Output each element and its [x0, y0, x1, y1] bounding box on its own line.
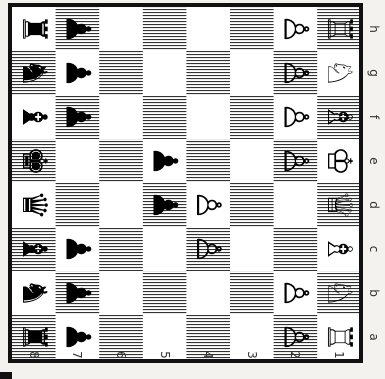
rank-label-8: 8 [28, 347, 40, 363]
black-knight-b8[interactable]: ♞ [14, 278, 54, 308]
square-f6[interactable] [99, 95, 143, 140]
rank-label-4: 4 [202, 347, 214, 363]
square-h3[interactable] [230, 7, 274, 52]
black-king-e8[interactable]: ♚ [14, 146, 54, 176]
square-b5[interactable] [143, 271, 187, 316]
rank-label-6: 6 [115, 347, 127, 363]
square-f5[interactable] [143, 95, 187, 140]
square-h4[interactable] [186, 7, 230, 52]
bottom-strip [0, 368, 385, 379]
rank-label-1: 1 [333, 347, 345, 363]
file-label-d: d [368, 197, 380, 213]
white-bishop-c1[interactable]: ♗ [319, 234, 359, 264]
white-bishop-f1[interactable]: ♗ [319, 102, 359, 132]
white-pawn-e2[interactable]: ♙ [275, 146, 315, 176]
black-pawn-b7[interactable]: ♟ [57, 278, 97, 308]
white-pawn-f2[interactable]: ♙ [275, 102, 315, 132]
white-rook-h1[interactable]: ♖ [319, 14, 359, 44]
square-d6[interactable] [99, 183, 143, 228]
file-label-c: c [368, 241, 380, 257]
white-pawn-g2[interactable]: ♙ [275, 58, 315, 88]
square-b3[interactable] [230, 271, 274, 316]
white-king-e1[interactable]: ♔ [319, 146, 359, 176]
corner-mark [0, 372, 12, 379]
square-b6[interactable] [99, 271, 143, 316]
square-g5[interactable] [143, 51, 187, 96]
black-pawn-e5[interactable]: ♟ [145, 146, 185, 176]
black-pawn-g7[interactable]: ♟ [57, 58, 97, 88]
square-c3[interactable] [230, 227, 274, 272]
file-label-a: a [368, 329, 380, 345]
rank-label-2: 2 [289, 347, 301, 363]
square-d7[interactable] [56, 183, 100, 228]
file-label-g: g [368, 65, 380, 81]
square-c2[interactable] [274, 227, 318, 272]
square-h6[interactable] [99, 7, 143, 52]
square-g4[interactable] [186, 51, 230, 96]
square-c6[interactable] [99, 227, 143, 272]
white-knight-b1[interactable]: ♘ [319, 278, 359, 308]
square-h5[interactable] [143, 7, 187, 52]
white-pawn-b2[interactable]: ♙ [275, 278, 315, 308]
black-bishop-c8[interactable]: ♝ [14, 234, 54, 264]
rank-label-7: 7 [71, 347, 83, 363]
black-bishop-f8[interactable]: ♝ [14, 102, 54, 132]
square-g3[interactable] [230, 51, 274, 96]
black-rook-h8[interactable]: ♜ [14, 14, 54, 44]
square-b4[interactable] [186, 271, 230, 316]
white-pawn-h2[interactable]: ♙ [275, 14, 315, 44]
white-queen-d1[interactable]: ♕ [319, 190, 359, 220]
square-f3[interactable] [230, 95, 274, 140]
black-knight-g8[interactable]: ♞ [14, 58, 54, 88]
white-pawn-c4[interactable]: ♙ [188, 234, 228, 264]
rank-label-5: 5 [159, 347, 171, 363]
square-e4[interactable] [186, 139, 230, 184]
square-e7[interactable] [56, 139, 100, 184]
square-d3[interactable] [230, 183, 274, 228]
square-c5[interactable] [143, 227, 187, 272]
black-pawn-d5[interactable]: ♟ [145, 190, 185, 220]
square-g6[interactable] [99, 51, 143, 96]
square-f4[interactable] [186, 95, 230, 140]
file-label-e: e [368, 153, 380, 169]
white-knight-g1[interactable]: ♘ [319, 58, 359, 88]
rank-label-3: 3 [246, 347, 258, 363]
square-e6[interactable] [99, 139, 143, 184]
white-pawn-d4[interactable]: ♙ [188, 190, 228, 220]
black-pawn-h7[interactable]: ♟ [57, 14, 97, 44]
black-pawn-f7[interactable]: ♟ [57, 102, 97, 132]
file-label-h: h [368, 21, 380, 37]
square-d2[interactable] [274, 183, 318, 228]
black-pawn-c7[interactable]: ♟ [57, 234, 97, 264]
black-queen-d8[interactable]: ♛ [14, 190, 54, 220]
file-label-b: b [368, 285, 380, 301]
file-label-f: f [368, 109, 380, 125]
square-e3[interactable] [230, 139, 274, 184]
